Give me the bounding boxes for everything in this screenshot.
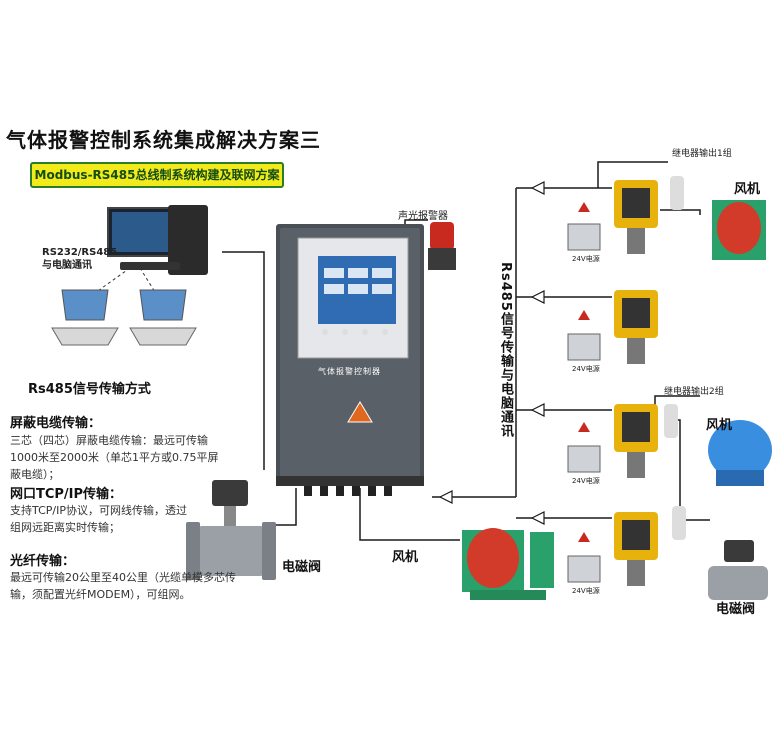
- fan-blower-right: [708, 420, 772, 486]
- section-text-tcpip: 支持TCP/IP协议，可网线传输，透过组网远距离实时传输；: [10, 504, 187, 534]
- gas-detector-1: [614, 176, 684, 254]
- power-arrows: [578, 202, 590, 542]
- valve-label-right: 电磁阀: [716, 602, 756, 617]
- gas-detector-3: [614, 404, 678, 478]
- power-label-2: 24V电源: [572, 365, 600, 373]
- power-label-3: 24V电源: [572, 477, 600, 485]
- alarm-controller-cabinet: [276, 224, 424, 496]
- solution-banner: Modbus-RS485总线制系统构建及联网方案: [30, 162, 284, 188]
- bus-arrows: [438, 181, 545, 525]
- gas-detector-4: [614, 506, 686, 586]
- laptop-left: [51, 289, 119, 346]
- section-title-fiber: 光纤传输：: [10, 554, 76, 569]
- alarm-label: 声光报警器: [398, 211, 448, 222]
- gas-detector-2: [614, 290, 658, 364]
- solenoid-valve-left: [186, 480, 276, 580]
- power-label-1: 24V电源: [572, 255, 600, 263]
- section-text-shielded: 三芯（四芯）屏蔽电缆传输：最远可传输1000米至2000米（单芯1平方或0.75…: [10, 434, 219, 481]
- power-supplies: [567, 223, 601, 583]
- valve-label-left: 电磁阀: [282, 560, 322, 575]
- controller-panel-text: 气体报警控制器: [318, 367, 381, 376]
- laptop-right: [129, 289, 197, 346]
- relay-output-2-label: 继电器输出2组: [664, 387, 724, 397]
- fan-top-right: [712, 200, 766, 260]
- transmission-heading: Rs485信号传输方式: [28, 382, 151, 397]
- sound-light-alarm: [428, 222, 456, 270]
- relay-output-1-label: 继电器输出1组: [672, 149, 732, 159]
- computer-workstation: [107, 205, 208, 275]
- power-label-4: 24V电源: [572, 587, 600, 595]
- fan-label-bottom: 风机: [392, 550, 419, 565]
- section-title-tcpip: 网口TCP/IP传输：: [10, 487, 123, 502]
- pc-communication-label: RS232/RS485与电脑通讯: [42, 247, 118, 271]
- section-text-fiber: 最远可传输20公里至40公里（光缆单模多芯传输，须配置光纤MODEM），可组网。: [10, 571, 236, 601]
- solenoid-valve-right: [708, 540, 768, 600]
- fan-bottom: [462, 528, 554, 600]
- bus-label: Rs485信号传输与电脑通讯: [498, 262, 513, 438]
- diagram-title: 气体报警控制系统集成解决方案三: [6, 128, 321, 152]
- section-title-shielded: 屏蔽电缆传输：: [10, 416, 102, 431]
- fan-label-2: 风机: [706, 418, 733, 433]
- fan-label-1: 风机: [734, 182, 761, 197]
